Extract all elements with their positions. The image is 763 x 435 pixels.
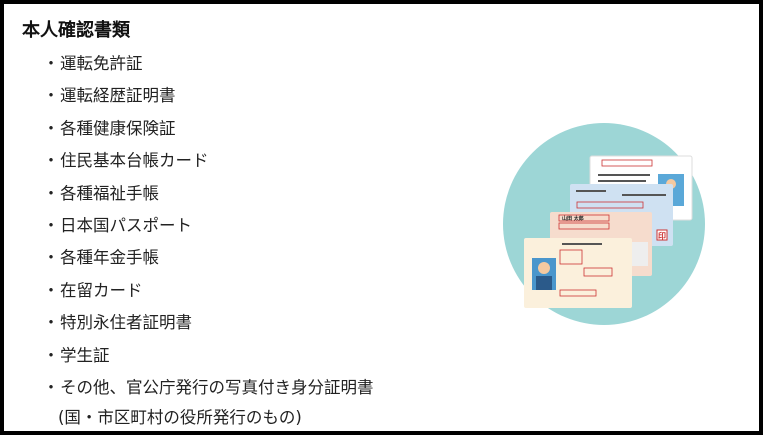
list-item: ・各種年金手帳 [42,244,374,276]
bullet: ・ [42,183,60,203]
bullet: ・ [42,345,60,365]
list-item-label: 学生証 [60,345,110,365]
list-item-label: 運転免許証 [60,54,143,73]
list-item: ・学生証 [42,342,374,374]
bullet: ・ [42,54,60,73]
list-note: (国・市区町村の役所発行のもの) [58,408,302,427]
bullet: ・ [42,377,60,397]
list-item-label: その他、官公庁発行の写真付き身分証明書 [60,377,374,397]
bullet: ・ [42,118,60,138]
list-item: ・各種福祉手帳 [42,180,374,212]
bullet: ・ [42,215,60,235]
list-item: ・運転免許証 [42,50,374,82]
list-item: ・在留カード [42,277,374,309]
id-document-list: ・運転免許証 ・運転経歴証明書 ・各種健康保険証 ・住民基本台帳カード ・各種福… [42,50,374,406]
list-item-label: 在留カード [60,280,143,300]
id-card-license [524,238,632,308]
list-item: ・住民基本台帳カード [42,147,374,179]
list-item-label: 各種健康保険証 [60,118,176,138]
list-item-label: 運転経歴証明書 [60,86,176,106]
page-title: 本人確認書類 [22,20,130,41]
card-name-text: 山田 太郎 [562,215,584,222]
bullet: ・ [42,248,60,268]
list-item-label: 日本国パスポート [60,215,192,235]
bullet: ・ [42,313,60,333]
list-item: ・日本国パスポート [42,212,374,244]
list-item: ・各種健康保険証 [42,115,374,147]
list-item-label: 各種年金手帳 [60,248,159,268]
id-cards-illustration: 印 山田 太郎 [503,123,705,325]
list-item: ・運転経歴証明書 [42,82,374,114]
bullet: ・ [42,151,60,171]
list-item-label: 各種福祉手帳 [60,183,159,203]
list-item: ・その他、官公庁発行の写真付き身分証明書 [42,374,374,406]
list-item: ・特別永住者証明書 [42,309,374,341]
bullet: ・ [42,86,60,106]
list-item-label: 特別永住者証明書 [60,313,192,333]
bullet: ・ [42,280,60,300]
list-item-label: 住民基本台帳カード [60,151,209,171]
seal-text: 印 [658,231,666,241]
